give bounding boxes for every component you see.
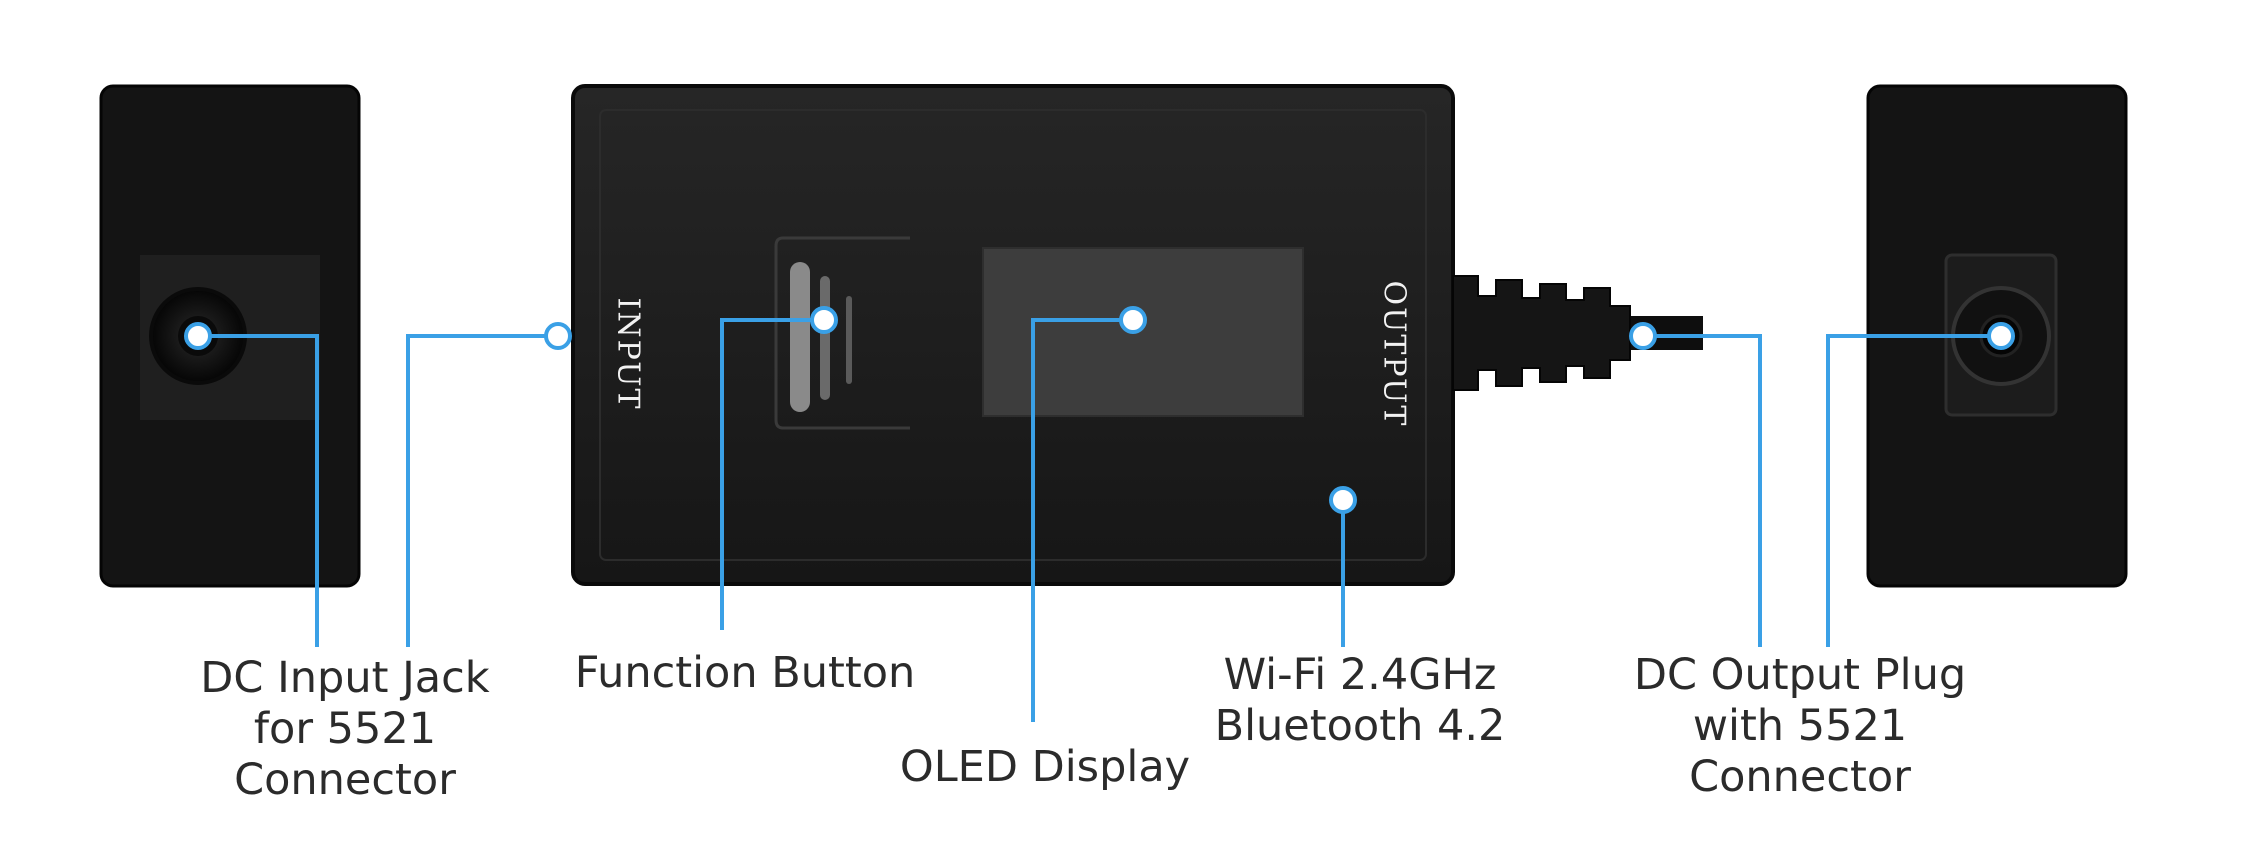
callout-line: DC Output Plug: [1633, 650, 1967, 700]
callout-line: Function Button: [574, 648, 916, 698]
leader-dc-input-jack: [198, 334, 319, 647]
output-cable: [1452, 275, 1703, 391]
dot-oled-display: [1119, 306, 1147, 334]
function-button-bezel: [774, 236, 910, 430]
callout-line: Wi-Fi 2.4GHz: [1223, 650, 1497, 700]
dot-function-button: [810, 306, 838, 334]
dot-dc-output-cable: [1629, 322, 1657, 350]
callout-leaders: [198, 318, 2001, 722]
callout-dc-output-plug: DC Output Plug with 5521 Connector: [1625, 650, 1975, 803]
oled-screen: [982, 247, 1304, 417]
callout-line: OLED Display: [899, 742, 1191, 792]
dot-dc-output-plug: [1987, 322, 2015, 350]
leader-dc-input-side: [406, 334, 558, 647]
dot-dc-input-jack: [184, 322, 212, 350]
callout-dc-input-jack: DC Input Jack for 5521 Connector: [195, 653, 495, 806]
controller-box: [571, 84, 1455, 586]
callout-line: Connector: [1689, 752, 1911, 802]
callout-line: Connector: [234, 755, 456, 805]
callout-dots: [184, 306, 2015, 514]
callout-function-button: Function Button: [555, 648, 935, 699]
callout-line: with 5521: [1692, 701, 1908, 751]
input-marking: INPUT: [610, 297, 646, 411]
leader-function-button: [720, 318, 824, 630]
leader-dc-output-cable: [1643, 334, 1762, 647]
callout-oled-display: OLED Display: [895, 742, 1195, 793]
dot-dc-input-side: [544, 322, 572, 350]
output-marking: OUTPUT: [1376, 280, 1412, 428]
callout-line: Bluetooth 4.2: [1214, 701, 1506, 751]
dot-wireless: [1329, 486, 1357, 514]
callout-line: for 5521: [253, 704, 437, 754]
leader-dc-output-plug: [1826, 334, 2001, 647]
leader-oled-display: [1031, 318, 1133, 722]
function-button: [790, 262, 810, 412]
callout-wireless: Wi-Fi 2.4GHz Bluetooth 4.2: [1200, 650, 1520, 752]
callout-line: DC Input Jack: [200, 653, 490, 703]
